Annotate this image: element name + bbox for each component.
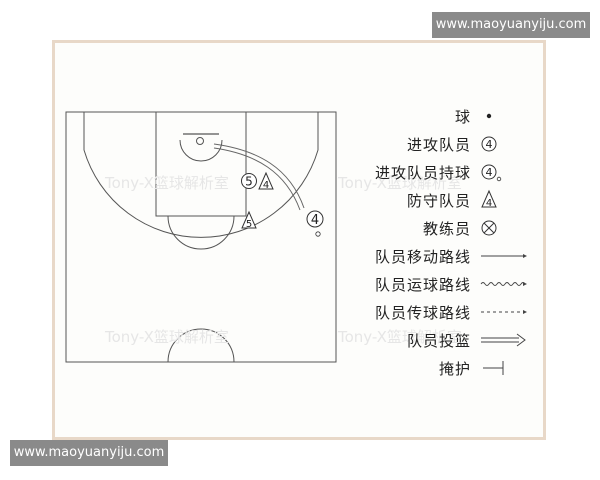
ball-icon (486, 113, 492, 119)
legend-label-dribble: 队员运球路线 (374, 275, 471, 294)
three-point-line (83, 112, 319, 238)
court-watermark-1: Tony-X篮球解析室 (104, 174, 229, 192)
legend-label-defense: 防守队员 (406, 191, 471, 210)
offense-ball-handler-4 (306, 210, 324, 228)
legend-label-coach: 教练员 (422, 219, 471, 238)
offense-player-icon-label: 4 (486, 138, 493, 151)
court-watermark-2: Tony-X篮球解析室 (337, 174, 462, 192)
legend-row-screen: 掩护 (355, 356, 545, 380)
movement-path-inner (213, 147, 301, 211)
defense-player-icon (481, 189, 497, 208)
defense-player-4 (258, 171, 274, 190)
legend-row-offense-player: 进攻队员 4 (355, 132, 545, 156)
legend-label-offense-player: 进攻队员 (406, 135, 471, 154)
legend-label-ball-handler: 进攻队员持球 (374, 163, 471, 182)
free-throw-circle (167, 215, 235, 250)
defense-player-5-label: 5 (246, 219, 252, 230)
court-watermark-4: Tony-X篮球解析室 (337, 328, 462, 346)
legend-row-move: 队员移动路线 (355, 244, 545, 268)
ball-icon (496, 176, 502, 182)
dribble-path-icon (480, 282, 526, 286)
defense-player-icon-label: 4 (486, 198, 492, 209)
legend-label-move: 队员移动路线 (374, 247, 471, 266)
legend-row-dribble: 队员运球路线 (355, 272, 545, 296)
website-watermark-bottom: www.maoyuanyiju.com (10, 440, 168, 466)
center-circle (167, 328, 235, 363)
offense-player-5-label: 5 (245, 175, 253, 189)
website-watermark-top: www.maoyuanyiju.com (432, 12, 590, 38)
offense-player-icon (481, 136, 497, 152)
offense-player-5 (241, 173, 257, 189)
defense-player-4-label: 4 (263, 180, 269, 191)
defense-player-5 (241, 210, 257, 229)
ball-icon (315, 231, 321, 237)
free-throw-lane (155, 111, 247, 217)
legend-row-shot: 队员投篮 (355, 328, 545, 352)
diagram-frame (52, 40, 546, 440)
ball-handler-icon (481, 164, 497, 180)
legend-row-defense: 防守队员 4 (355, 188, 545, 212)
legend-label-pass: 队员传球路线 (374, 303, 471, 322)
rim (196, 137, 204, 145)
legend-row-coach: 教练员 (355, 216, 545, 240)
legend-row-ball-handler: 进攻队员持球 4 (355, 160, 545, 184)
restricted-arc (179, 139, 223, 162)
legend-label-ball: 球 (454, 107, 471, 126)
legend-label-shot: 队员投篮 (406, 331, 471, 350)
legend-label-screen: 掩护 (438, 359, 471, 378)
movement-path (213, 143, 305, 209)
ball-handler-icon-label: 4 (486, 166, 493, 179)
legend-row-pass: 队员传球路线 (355, 300, 545, 324)
legend-row-ball: 球 (355, 104, 545, 128)
offense-ball-handler-4-label: 4 (311, 213, 319, 228)
court-watermark-3: Tony-X篮球解析室 (104, 328, 229, 346)
